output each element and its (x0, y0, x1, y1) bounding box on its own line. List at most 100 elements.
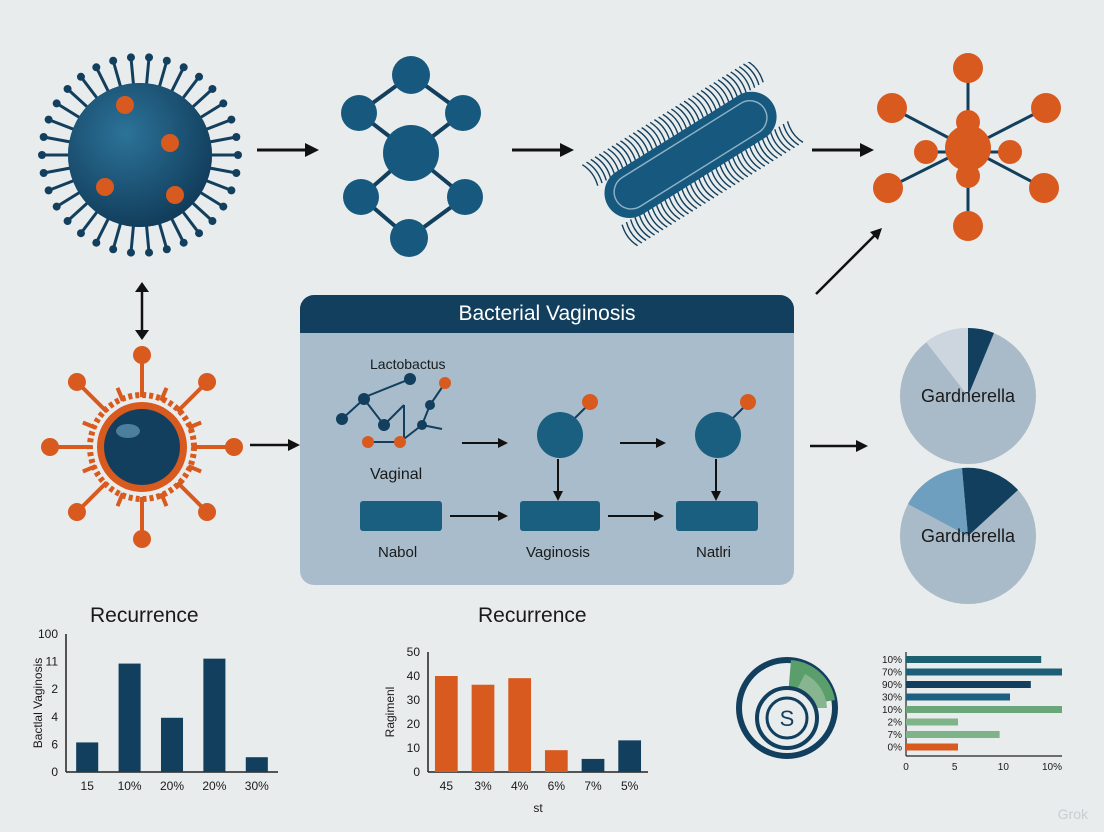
y-tick-label: 100 (38, 627, 58, 641)
nabol-label: Nabol (378, 544, 417, 561)
y-tick-label: 2 (51, 682, 58, 696)
bacterium-icon (581, 62, 804, 247)
bar (906, 668, 1062, 676)
flow-arrow-icon (450, 511, 508, 521)
bar (160, 717, 184, 772)
x-tick-label: 45 (440, 779, 454, 793)
flow-arrow-icon (462, 438, 508, 448)
y-tick-label: 30% (882, 693, 902, 704)
bar (434, 676, 458, 772)
natlri-label: Natlri (696, 544, 731, 561)
y-tick-label: 11 (46, 655, 59, 669)
x-tick-label: 30% (245, 779, 269, 793)
chart-title: Recurrence (478, 604, 587, 627)
svg-text:S: S (780, 706, 795, 731)
y-tick-label: 50 (407, 645, 421, 659)
donut-icon: S (736, 657, 838, 759)
x-tick-label: 3% (474, 779, 492, 793)
y-tick-label: 10 (407, 741, 421, 755)
double-arrow-icon (135, 282, 149, 340)
panel-title: Bacterial Vaginosis (300, 295, 794, 333)
node-ball-icon (695, 394, 756, 501)
arrow-right-icon (250, 439, 300, 451)
y-tick-label: 40 (407, 669, 421, 683)
orange-molecule-icon (873, 53, 1061, 241)
x-tick-label: 15 (81, 779, 95, 793)
x-tick-label: 10% (118, 779, 142, 793)
y-tick-label: 10% (882, 655, 902, 666)
arrow-right-icon (812, 143, 874, 157)
y-tick-label: 70% (882, 668, 902, 679)
bar (245, 757, 268, 772)
bar (508, 678, 532, 772)
molecule-icon (341, 56, 483, 257)
y-tick-label: 7% (888, 730, 903, 741)
process-box (360, 501, 442, 531)
arrow-right-icon (512, 143, 574, 157)
pie-label: Gardnerella (921, 386, 1016, 406)
x-axis-label: st (533, 801, 543, 815)
x-tick-label: 20% (160, 779, 184, 793)
y-axis-label: Ragimenl (383, 687, 397, 738)
x-tick-label: 4% (511, 779, 529, 793)
y-tick-label: 10% (882, 705, 902, 716)
bar (906, 731, 1000, 738)
node-ball-icon (537, 394, 598, 501)
y-tick-label: 4 (51, 710, 58, 724)
x-tick-label: 10% (1042, 762, 1062, 773)
pie-gardnerella-bottom: Gardnerella (900, 467, 1036, 604)
arrow-right-icon (257, 143, 319, 157)
bar (76, 742, 99, 772)
bar (906, 656, 1042, 663)
bar (471, 684, 495, 772)
flow-arrow-icon (608, 511, 664, 521)
x-tick-label: 5% (621, 779, 639, 793)
vaginal-label: Vaginal (370, 466, 422, 483)
flow-arrow-icon (620, 438, 666, 448)
arrow-right-icon (810, 440, 868, 452)
pie-gardnerella-top: Gardnerella (900, 328, 1036, 464)
x-tick-label: 5 (952, 762, 958, 773)
vaginosis-label: Vaginosis (526, 544, 590, 561)
lactobactus-label: Lactobactus (370, 356, 446, 372)
pie-charts: Gardnerella Gardnerella (900, 328, 1036, 604)
panel-diagram: Lactobactus Vaginal (336, 356, 758, 561)
bar (906, 706, 1062, 713)
y-tick-label: 0 (51, 765, 58, 779)
bacterial-vaginosis-panel: Bacterial Vaginosis Lactobactus Vaginal (300, 295, 794, 585)
y-tick-label: 2% (888, 718, 903, 729)
y-tick-label: 20 (407, 717, 421, 731)
process-box (676, 501, 758, 531)
bar (581, 758, 605, 772)
y-tick-label: 30 (407, 693, 421, 707)
watermark: Grok (1057, 806, 1088, 822)
chart-title: Recurrence (90, 604, 199, 627)
process-box (520, 501, 600, 531)
bar (544, 750, 568, 772)
x-tick-label: 10 (998, 762, 1010, 773)
y-tick-label: 90% (882, 680, 902, 691)
virus-icon (38, 53, 242, 257)
y-tick-label: 0% (888, 743, 903, 754)
bar (618, 740, 642, 772)
pie-label: Gardnerella (921, 526, 1016, 546)
cell-icon (41, 346, 243, 548)
x-tick-label: 7% (584, 779, 602, 793)
bar (118, 663, 141, 772)
x-tick-label: 20% (202, 779, 226, 793)
y-tick-label: 6 (51, 737, 58, 751)
bar (906, 693, 1010, 701)
bar (203, 658, 226, 772)
arrow-diagonal-icon (815, 228, 882, 295)
small-molecule-icon (336, 373, 451, 448)
x-tick-label: 6% (548, 779, 566, 793)
bar (906, 743, 958, 751)
y-axis-label: Bactlal Vaginosis (31, 658, 45, 749)
x-tick-label: 0 (903, 762, 909, 773)
bar (906, 681, 1031, 688)
y-tick-label: 0 (413, 765, 420, 779)
bar (906, 718, 958, 726)
